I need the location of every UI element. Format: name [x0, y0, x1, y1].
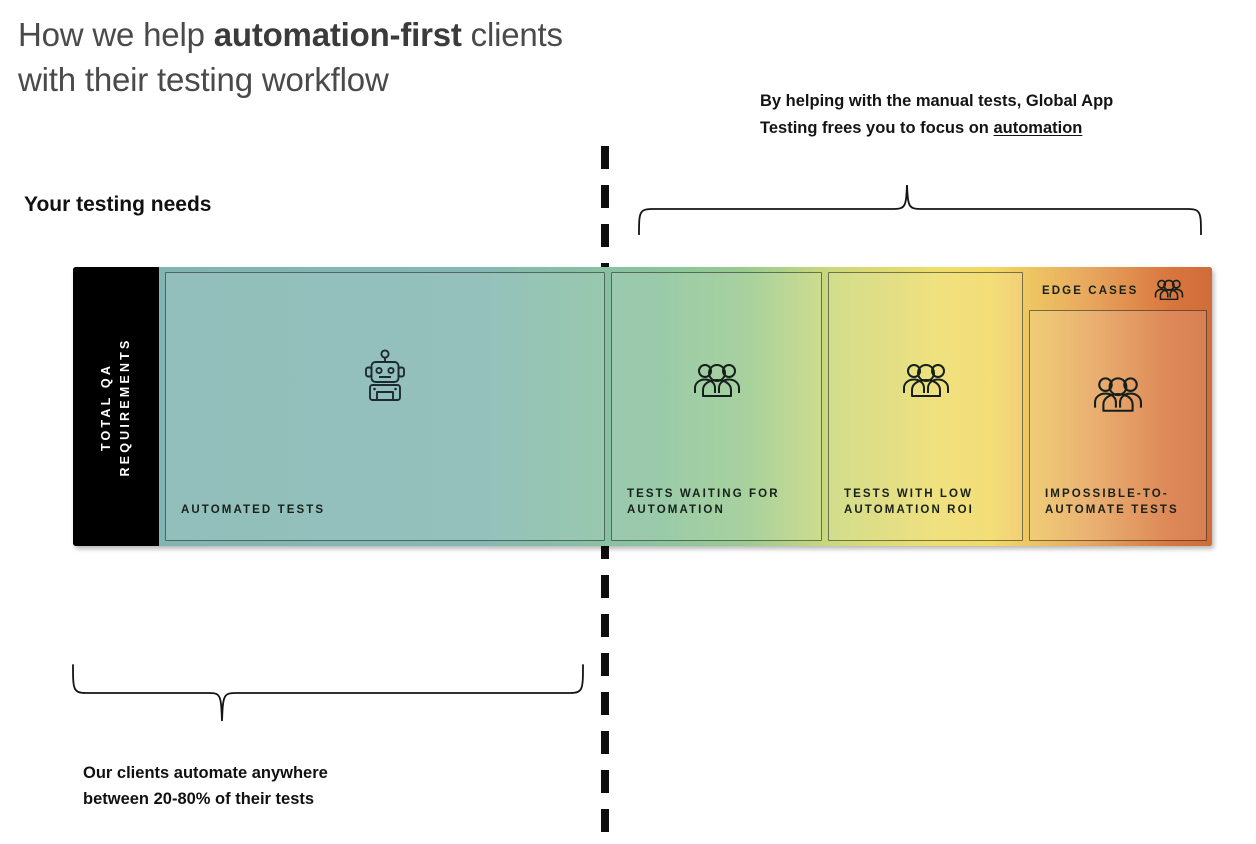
headline-line2: with their testing workflow	[18, 61, 389, 98]
panel-label-tests-with-low-automation-roi: TESTS WITH LOW AUTOMATION ROI	[829, 486, 1022, 540]
panel4-label-line2: AUTOMATE TESTS	[1045, 504, 1179, 516]
brace-bottom	[72, 664, 584, 722]
subheading-your-testing-needs: Your testing needs	[24, 193, 212, 216]
panel-label-automated-tests: AUTOMATED TESTS	[181, 504, 326, 516]
edge-cases-label: EDGE CASES	[1042, 285, 1139, 297]
axis-label-line1: TOTAL QA	[99, 362, 113, 451]
panel-automated-tests[interactable]: AUTOMATED TESTS	[165, 272, 605, 541]
right-caption-line2-pre: Testing frees you to focus on	[760, 119, 994, 137]
headline-emphasis: automation-first	[213, 16, 462, 53]
page-title: How we help automation-first clients wit…	[18, 12, 718, 102]
axis-label-line2: REQUIREMENTS	[118, 336, 132, 477]
panel3-label-line1: TESTS WITH LOW	[844, 488, 974, 500]
card-automated-tests: AUTOMATED TESTS	[165, 272, 605, 541]
headline-line1-pre: How we help	[18, 16, 214, 53]
card-impossible-to-automate-tests: IMPOSSIBLE-TO- AUTOMATE TESTS	[1029, 310, 1207, 541]
automation-link[interactable]: automation	[993, 119, 1083, 137]
right-caption: By helping with the manual tests, Global…	[760, 88, 1230, 142]
bottom-caption: Our clients automate anywhere between 20…	[83, 760, 503, 812]
panel-label-tests-waiting-for-automation: TESTS WAITING FOR AUTOMATION	[612, 486, 821, 540]
axis-label-text: TOTAL QA REQUIREMENTS	[97, 337, 135, 476]
card-tests-waiting-for-automation: TESTS WAITING FOR AUTOMATION	[611, 272, 822, 541]
panel-tests-waiting-for-automation[interactable]: TESTS WAITING FOR AUTOMATION	[611, 272, 822, 541]
right-caption-line1: By helping with the manual tests, Global…	[760, 92, 1114, 110]
bottom-caption-line2: between 20-80% of their tests	[83, 790, 315, 808]
total-qa-requirements-axis: TOTAL QA REQUIREMENTS	[73, 267, 159, 546]
brace-top	[638, 184, 1202, 235]
headline-line1-post: clients	[461, 16, 563, 53]
edge-cases-header: EDGE CASES	[1029, 272, 1207, 310]
people-group-icon	[1154, 278, 1184, 305]
panel2-label-line1: TESTS WAITING FOR	[627, 488, 780, 500]
panel-impossible-to-automate-tests[interactable]: EDGE CASES IMPOSSIBLE	[1029, 272, 1207, 541]
panel2-label-line2: AUTOMATION	[627, 504, 725, 516]
band-gradient: AUTOMATED TESTS	[159, 267, 1212, 546]
qa-requirements-band: TOTAL QA REQUIREMENTS AUTOMATED TESTS	[73, 267, 1212, 546]
bottom-caption-line1: Our clients automate anywhere	[83, 764, 328, 782]
panel-label-impossible-to-automate-tests: IMPOSSIBLE-TO- AUTOMATE TESTS	[1030, 486, 1206, 540]
panel4-label-line1: IMPOSSIBLE-TO-	[1045, 488, 1169, 500]
panel3-label-line2: AUTOMATION ROI	[844, 504, 974, 516]
card-tests-with-low-automation-roi: TESTS WITH LOW AUTOMATION ROI	[828, 272, 1023, 541]
panel-tests-with-low-automation-roi[interactable]: TESTS WITH LOW AUTOMATION ROI	[828, 272, 1023, 541]
